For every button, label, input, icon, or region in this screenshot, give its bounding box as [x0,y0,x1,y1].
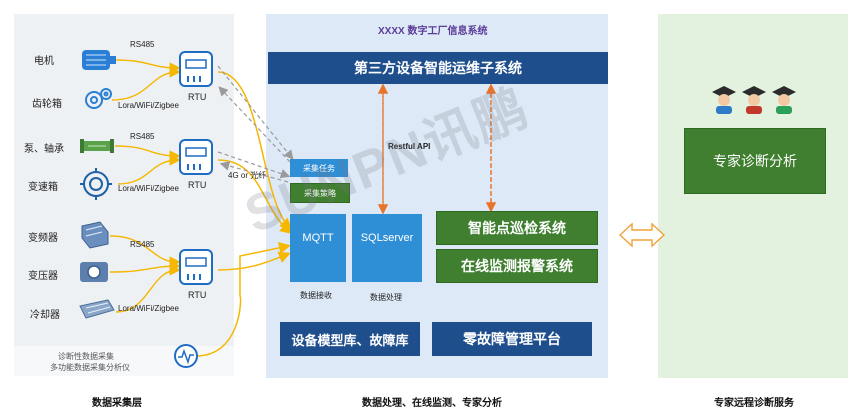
analyzer-icon [174,344,198,368]
gear-icon [85,88,112,109]
diagnostic-line-2: 多功能数据采集分析仪 [50,363,130,372]
expert-avatar-icon-3 [772,86,796,114]
device-label-inverter: 变频器 [28,233,58,244]
transformer-icon [80,262,108,282]
gearbox-icon [80,168,112,200]
expert-avatar-icon-1 [712,86,736,114]
device-label-motor: 电机 [34,56,54,67]
wireless-links [217,65,294,183]
restful-arrows [377,83,497,215]
rtu-icon-3 [179,249,213,285]
system-title: XXXX 数字工厂信息系统 [378,26,488,37]
left-bottom-strip [14,346,234,376]
device-label-pump-bearing: 泵、轴承 [24,144,64,155]
bidirectional-arrow [618,222,666,248]
expert-diagnosis-box: 专家诊断分析 [684,128,826,194]
caption-expert-service: 专家远程诊断服务 [714,398,794,409]
device-to-rtu-lines [109,59,181,313]
link-4g-label: 4G or 光纤 [228,171,267,180]
caption-processing-layer: 数据处理、在线监测、专家分析 [362,398,502,409]
monitor-alarm-box: 在线监测报警系统 [436,249,598,283]
rtu-label-1: RTU [188,92,207,102]
pump-bearing-icon [80,139,114,153]
lora-label-2: Lora/WiFi/Zigbee [118,184,179,193]
model-library-box: 设备模型库、故障库 [280,322,420,356]
motor-icon [82,50,116,70]
rs485-label-1: RS485 [130,40,155,49]
cooler-icon [79,299,115,319]
mqtt-caption: 数据接收 [300,291,332,300]
device-label-transformer: 变压器 [28,271,58,282]
rs485-label-2: RS485 [130,132,155,141]
rtu-label-2: RTU [188,180,207,190]
rs485-label-3: RS485 [130,240,155,249]
rtu-icon-2 [179,139,213,175]
device-label-gearbox: 变速箱 [28,182,58,193]
right-panel [658,14,848,378]
collection-strategy-box: 采集策略 [290,183,350,203]
sqlserver-caption: 数据处理 [370,293,402,302]
device-label-cooler: 冷却器 [30,310,60,321]
zero-fault-platform-box: 零故障管理平台 [432,322,592,356]
expert-avatar-icon-2 [742,86,766,114]
device-label-gearbox-wheel: 齿轮箱 [32,99,62,110]
restful-api-label: Restful API [388,142,431,151]
caption-collection-layer: 数据采集层 [92,398,142,409]
inspection-system-box: 智能点巡检系统 [436,211,598,245]
collection-task-box: 采集任务 [290,159,348,177]
rtu-icon-1 [179,51,213,87]
rtu-to-mqtt-lines [195,71,293,357]
inverter-icon [81,221,109,249]
lora-label-3: Lora/WiFi/Zigbee [118,304,179,313]
subsystem-banner: 第三方设备智能运维子系统 [268,52,608,84]
lora-label-1: Lora/WiFi/Zigbee [118,101,179,110]
rtu-label-3: RTU [188,290,207,300]
diagnostic-line-1: 诊断性数据采集 [58,352,114,361]
sqlserver-box: SQLserver [352,214,422,282]
mqtt-box: MQTT [290,214,346,282]
